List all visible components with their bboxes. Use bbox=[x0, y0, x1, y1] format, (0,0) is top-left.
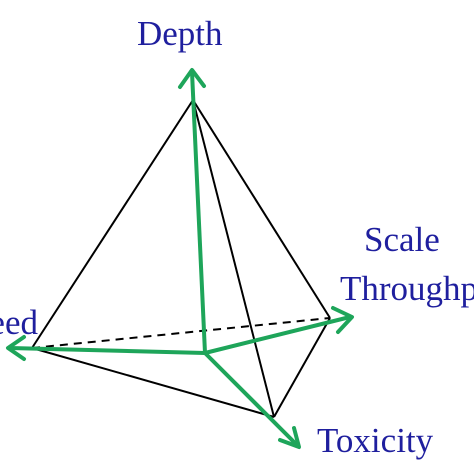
label-scale: Scale bbox=[364, 220, 440, 259]
tetrahedron-edges bbox=[31, 99, 331, 418]
edge-left-right-hidden bbox=[31, 317, 331, 349]
edge-left-bottom bbox=[31, 347, 275, 418]
label-speed: Speed bbox=[0, 303, 38, 342]
arrowhead-speed bbox=[6, 335, 26, 361]
edge-right-bottom bbox=[273, 317, 331, 418]
label-depth: Depth bbox=[137, 14, 223, 53]
arrowhead-scale-throughput bbox=[331, 306, 354, 334]
axis-line-scale-throughput bbox=[203, 315, 352, 355]
edge-apex-bottom bbox=[192, 99, 275, 418]
edge-apex-right bbox=[192, 99, 331, 319]
arrowhead-toxicity bbox=[278, 426, 301, 449]
edge-apex-left bbox=[31, 99, 194, 349]
axis-line-toxicity bbox=[203, 351, 299, 447]
axis-line-depth bbox=[190, 70, 207, 355]
label-throughput: Throughput bbox=[340, 269, 474, 308]
label-toxicity: Toxicity bbox=[317, 421, 434, 460]
axis-arrows bbox=[6, 68, 354, 449]
arrowhead-depth bbox=[178, 68, 206, 89]
axis-line-speed bbox=[8, 346, 207, 355]
